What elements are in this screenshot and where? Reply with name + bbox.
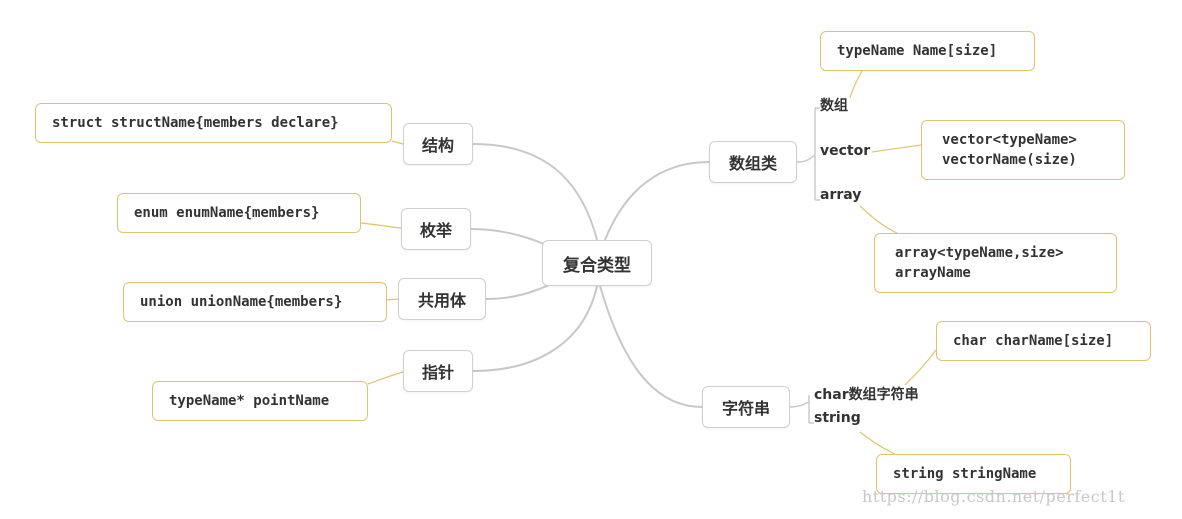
branch-enum[interactable]: 枚举	[401, 208, 471, 250]
note-vector[interactable]: vector<typeName> vectorName(size)	[921, 120, 1125, 180]
branch-label: 指针	[421, 363, 454, 382]
link-note-vector	[871, 144, 922, 153]
note-text: array<typeName,size> arrayName	[895, 245, 1064, 281]
watermark: https://blog.csdn.net/perfect1t	[862, 487, 1125, 506]
branch-label: 字符串	[721, 399, 770, 418]
link-note-struct	[391, 140, 404, 145]
note-text: struct structName{members declare}	[52, 115, 339, 131]
link-root-struct	[472, 143, 598, 241]
link-arraytypes-bracket	[796, 154, 816, 163]
note-std-array[interactable]: array<typeName,size> arrayName	[874, 233, 1117, 293]
link-root-pointer	[472, 285, 598, 372]
note-text: typeName Name[size]	[837, 43, 998, 59]
leaf-label: vector	[820, 143, 871, 159]
note-struct[interactable]: struct structName{members declare}	[35, 103, 392, 143]
link-stringtypes-bracket	[789, 401, 810, 408]
link-note-enum	[360, 222, 402, 229]
link-root-array-types	[604, 161, 710, 241]
leaf-array-builtin[interactable]: 数组	[820, 95, 848, 115]
note-pointer[interactable]: typeName* pointName	[152, 381, 368, 421]
note-text: string stringName	[893, 466, 1037, 482]
note-text: typeName* pointName	[169, 393, 330, 409]
branch-label: 枚举	[419, 221, 452, 240]
branch-union[interactable]: 共用体	[398, 278, 486, 320]
link-root-string-types	[599, 285, 703, 408]
link-note-pointer	[367, 371, 404, 385]
leaf-string[interactable]: string	[814, 410, 861, 426]
leaf-label: string	[814, 410, 861, 426]
leaf-label: array	[820, 187, 862, 203]
branch-label: 共用体	[417, 291, 466, 310]
branch-struct[interactable]: 结构	[403, 123, 473, 165]
leaf-label: 数组	[820, 98, 848, 114]
link-note-string	[859, 431, 896, 455]
link-note-char	[904, 349, 937, 386]
root-label: 复合类型	[563, 255, 631, 276]
root-node[interactable]: 复合类型	[542, 240, 652, 286]
branch-pointer[interactable]: 指针	[403, 350, 473, 392]
note-text: union unionName{members}	[140, 294, 343, 310]
note-char-array[interactable]: char charName[size]	[936, 321, 1151, 361]
leaf-array[interactable]: array	[820, 187, 861, 203]
leaf-vector[interactable]: vector	[820, 143, 870, 159]
branch-label: 数组类	[728, 154, 777, 173]
leaf-char-array-string[interactable]: char数组字符串	[814, 384, 919, 404]
branch-array-types[interactable]: 数组类	[709, 141, 797, 183]
note-text: char charName[size]	[953, 333, 1114, 349]
link-note-array	[859, 205, 898, 234]
note-string[interactable]: string stringName	[876, 454, 1071, 494]
link-note-builtin	[849, 70, 863, 99]
note-enum[interactable]: enum enumName{members}	[117, 193, 361, 233]
link-note-union	[386, 298, 399, 301]
note-union[interactable]: union unionName{members}	[123, 282, 387, 322]
note-text: vector<typeName> vectorName(size)	[942, 132, 1077, 168]
branch-label: 结构	[421, 136, 454, 155]
note-text: enum enumName{members}	[134, 205, 320, 221]
leaf-label: char数组字符串	[814, 387, 919, 403]
note-builtin-array[interactable]: typeName Name[size]	[820, 31, 1035, 71]
branch-string-types[interactable]: 字符串	[702, 386, 790, 428]
